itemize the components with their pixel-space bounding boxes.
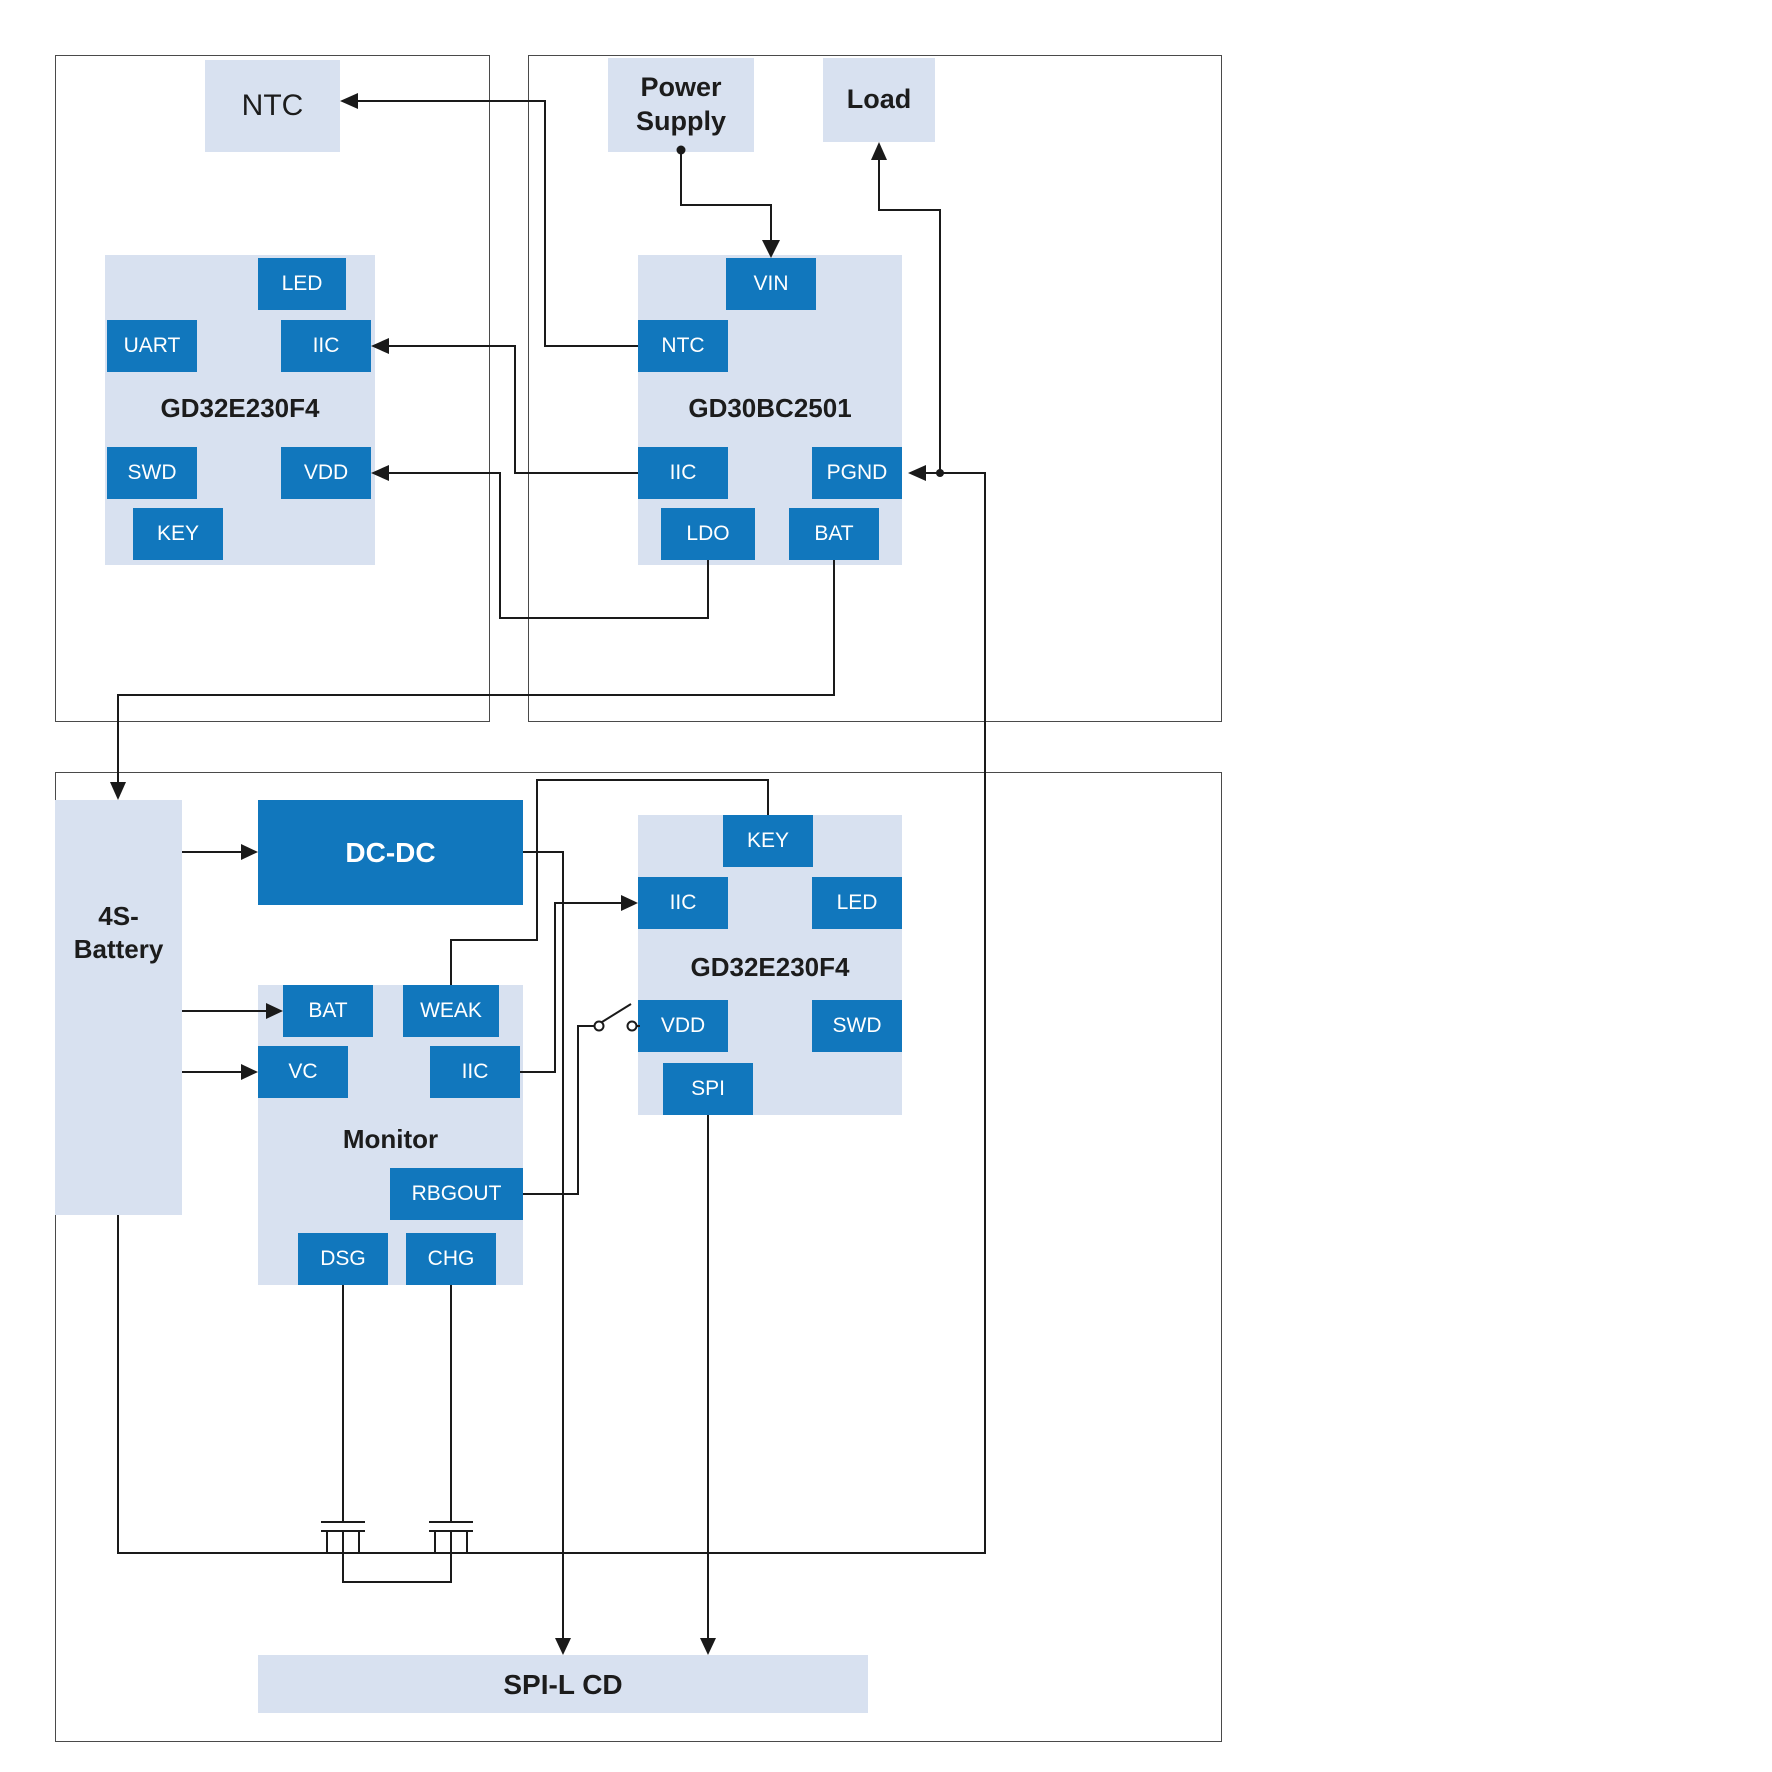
pack-mcu-name: GD32E230F4 (690, 952, 850, 982)
charger-mcu-name: GD32E230F4 (160, 393, 320, 423)
monitor-pin-rbgout: RBGOUT (390, 1168, 523, 1220)
spi-lcd-node: SPI-L CD (258, 1655, 868, 1713)
power-supply-node: Power Supply (608, 58, 754, 152)
pack-mcu-pin-vdd: VDD (638, 1000, 728, 1052)
dcdc-node: DC-DC (258, 800, 523, 905)
pack-mcu-pin-key: KEY (723, 815, 813, 867)
charger-pin-pgnd: PGND (812, 447, 902, 499)
pack-mcu-pin-swd: SWD (812, 1000, 902, 1052)
charger-mcu-pin-swd: SWD (107, 447, 197, 499)
charger-mcu-pin-uart: UART (107, 320, 197, 372)
ntc-node: NTC (205, 60, 340, 152)
monitor-name: Monitor (342, 1124, 439, 1154)
monitor-pin-iic: IIC (430, 1046, 520, 1098)
charger-mcu-pin-led: LED (258, 258, 346, 310)
power-supply-label: Power Supply (635, 72, 726, 136)
charger-name: GD30BC2501 (688, 393, 852, 423)
charger-pin-ntc: NTC (638, 320, 728, 372)
charger-pin-iic: IIC (638, 447, 728, 499)
spi-lcd-label: SPI-L CD (503, 1668, 623, 1700)
monitor-pin-bat: BAT (283, 985, 373, 1037)
pack-mcu-pin-led: LED (812, 877, 902, 929)
monitor-pin-chg: CHG (406, 1233, 496, 1285)
charger-mcu-pin-vdd: VDD (281, 447, 371, 499)
ntc-label: NTC (241, 89, 304, 123)
charger-pin-ldo: LDO (661, 508, 755, 560)
dcdc-label: DC-DC (345, 837, 436, 868)
charger-mcu-pin-key: KEY (133, 508, 223, 560)
charger-pin-bat: BAT (789, 508, 879, 560)
battery-label: 4S-Battery (73, 901, 164, 964)
battery-node: 4S-Battery (55, 800, 182, 1215)
monitor-pin-vc: VC (258, 1046, 348, 1098)
load-node: Load (823, 58, 935, 142)
charger-pin-vin: VIN (726, 258, 816, 310)
load-label: Load (846, 84, 912, 115)
monitor-pin-dsg: DSG (298, 1233, 388, 1285)
pack-mcu-pin-spi: SPI (663, 1063, 753, 1115)
monitor-pin-weak: WEAK (403, 985, 499, 1037)
pack-mcu-pin-iic: IIC (638, 877, 728, 929)
charger-mcu-pin-iic: IIC (281, 320, 371, 372)
